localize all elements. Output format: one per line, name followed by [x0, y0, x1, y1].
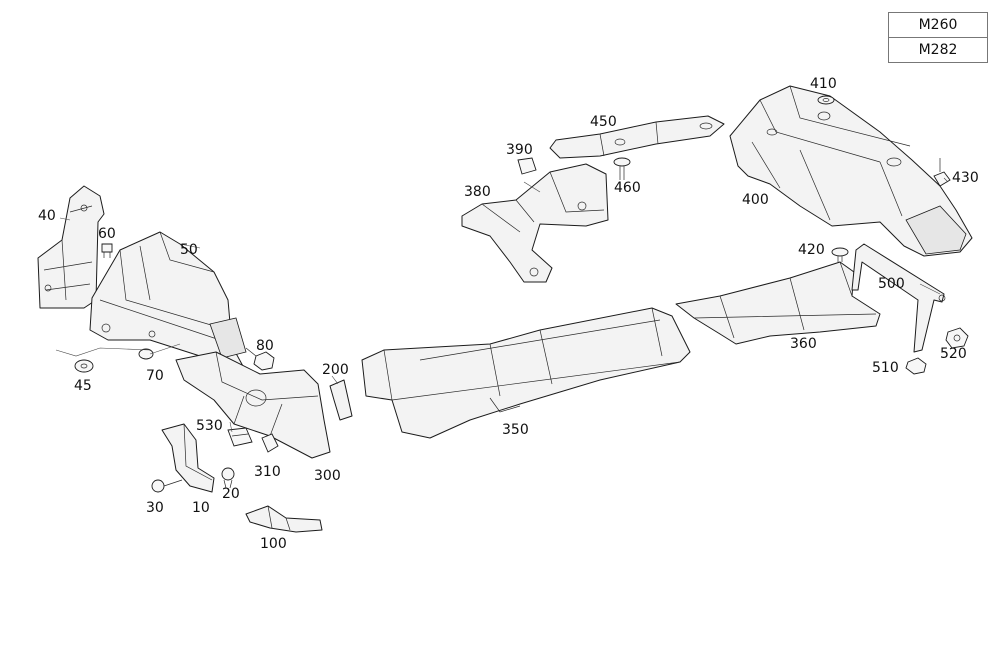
callout-300[interactable]: 300 — [314, 468, 341, 484]
part-400-muffler-shield[interactable] — [729, 85, 973, 257]
part-10-bracket[interactable] — [161, 423, 215, 493]
part-200-bracket[interactable] — [329, 379, 353, 421]
callout-510[interactable]: 510 — [872, 360, 899, 376]
part-40-shield[interactable] — [37, 185, 105, 309]
callout-310[interactable]: 310 — [254, 464, 281, 480]
part-20-clip[interactable] — [221, 467, 235, 489]
part-430-bolt[interactable] — [933, 158, 951, 187]
part-420-washer[interactable] — [831, 247, 849, 262]
callout-380[interactable]: 380 — [464, 184, 491, 200]
callout-350[interactable]: 350 — [502, 422, 529, 438]
part-70-washer[interactable] — [138, 348, 154, 360]
callout-450[interactable]: 450 — [590, 114, 617, 130]
callout-500[interactable]: 500 — [878, 276, 905, 292]
engine-variant-table: M260 M282 — [888, 12, 988, 63]
callout-80[interactable]: 80 — [256, 338, 274, 354]
callout-70[interactable]: 70 — [146, 368, 164, 384]
leader-lines — [55, 177, 949, 433]
callout-100[interactable]: 100 — [260, 536, 287, 552]
part-380-bracket[interactable] — [461, 163, 609, 283]
part-300-heat-shield[interactable] — [175, 351, 331, 459]
callout-410[interactable]: 410 — [810, 76, 837, 92]
variant-row: M260 — [888, 12, 988, 38]
callout-390[interactable]: 390 — [506, 142, 533, 158]
part-45-washer[interactable] — [74, 359, 94, 373]
part-80-bolt[interactable] — [245, 347, 275, 371]
callout-60[interactable]: 60 — [98, 226, 116, 242]
part-390-clip[interactable] — [517, 157, 537, 175]
part-530-clip[interactable] — [227, 427, 253, 447]
variant-cell-m282[interactable]: M282 — [888, 37, 988, 63]
callout-200[interactable]: 200 — [322, 362, 349, 378]
callout-530[interactable]: 530 — [196, 418, 223, 434]
callout-20[interactable]: 20 — [222, 486, 240, 502]
part-50-heat-shield[interactable] — [89, 231, 247, 373]
part-510-nut[interactable] — [905, 357, 927, 375]
part-450-strip-shield[interactable] — [549, 115, 725, 159]
callout-50[interactable]: 50 — [180, 242, 198, 258]
part-410-washer[interactable] — [817, 95, 835, 105]
callout-30[interactable]: 30 — [146, 500, 164, 516]
part-500-strut[interactable] — [851, 243, 946, 353]
callout-430[interactable]: 430 — [952, 170, 979, 186]
callout-360[interactable]: 360 — [790, 336, 817, 352]
part-520-nut[interactable] — [945, 327, 969, 349]
callout-45[interactable]: 45 — [74, 378, 92, 394]
part-100-bracket[interactable] — [245, 505, 323, 533]
part-30-bolt[interactable] — [151, 479, 183, 493]
callout-labels: 40 60 50 45 70 80 200 530 310 300 20 30 … — [38, 76, 979, 552]
callout-420[interactable]: 420 — [798, 242, 825, 258]
variant-cell-m260[interactable]: M260 — [888, 12, 988, 38]
part-360-tunnel-shield[interactable] — [675, 261, 881, 345]
callout-460[interactable]: 460 — [614, 180, 641, 196]
callout-520[interactable]: 520 — [940, 346, 967, 362]
part-460-bolt[interactable] — [613, 157, 631, 180]
variant-row: M282 — [888, 37, 988, 63]
part-60-clip[interactable] — [101, 243, 113, 258]
part-310-clip[interactable] — [261, 433, 279, 453]
callout-10[interactable]: 10 — [192, 500, 210, 516]
callout-400[interactable]: 400 — [742, 192, 769, 208]
part-350-tunnel-shield[interactable] — [361, 307, 691, 439]
callout-40[interactable]: 40 — [38, 208, 56, 224]
